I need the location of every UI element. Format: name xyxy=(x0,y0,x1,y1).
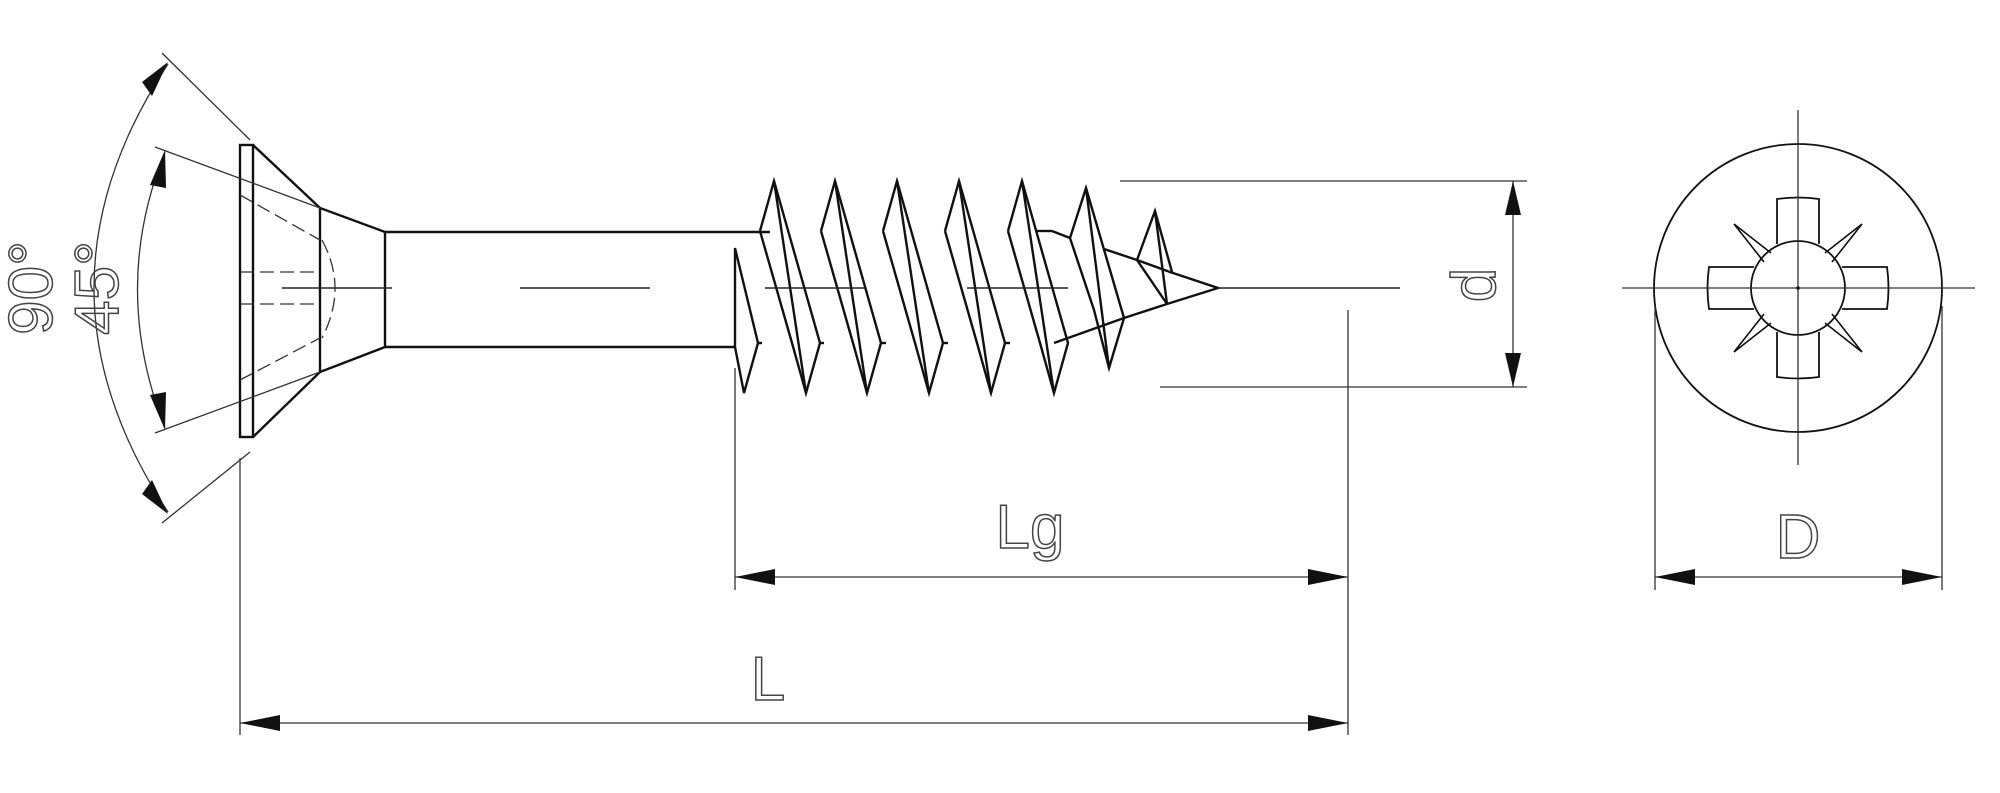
thread-edge xyxy=(895,180,931,394)
total-length-label: L xyxy=(751,645,785,714)
screw-shank xyxy=(385,230,770,349)
thread-diameter-dimension: d xyxy=(1120,180,1527,388)
thread-edge xyxy=(1020,180,1056,394)
thread-flank xyxy=(758,176,822,398)
thread-edge xyxy=(957,180,993,394)
thread-root xyxy=(1053,336,1069,345)
screw-head-side xyxy=(238,143,387,439)
total-length-dimension: L xyxy=(239,458,1348,735)
head-diameter-dimension: D xyxy=(1654,306,1943,590)
thread-diameter-label: d xyxy=(1440,268,1509,302)
head-diameter-label: D xyxy=(1776,503,1821,572)
angle-dimension-45: 45° xyxy=(62,146,321,434)
angle-label-90: 90° xyxy=(0,241,66,335)
thread-edge xyxy=(772,180,808,394)
thread-edge xyxy=(833,180,869,394)
thread-length-dimension: Lg xyxy=(734,310,1349,735)
thread-edge xyxy=(1084,187,1111,369)
angle-dimension-90: 90° xyxy=(0,52,251,524)
screw-head-top-view xyxy=(1622,110,1975,465)
thread-flank xyxy=(819,176,883,398)
thread-flank xyxy=(1068,183,1126,373)
thread-flank xyxy=(1006,176,1070,398)
screw-threads xyxy=(733,176,1126,398)
screw-tip xyxy=(1051,207,1222,340)
thread-flank xyxy=(881,176,945,398)
angle-label-45: 45° xyxy=(63,241,132,335)
thread-length-label: Lg xyxy=(996,493,1065,562)
thread-flank xyxy=(733,247,760,394)
thread-flank xyxy=(943,176,1007,398)
